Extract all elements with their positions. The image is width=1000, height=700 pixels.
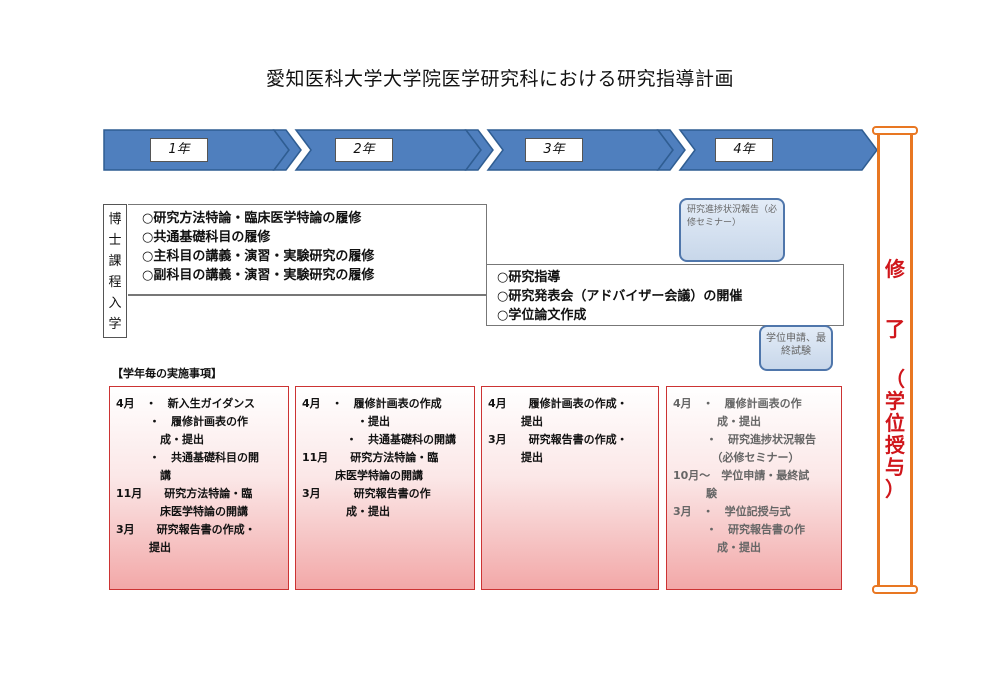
enrollment-char: 博 [108, 212, 122, 227]
activity-line: 11月 研究方法特論・臨 [116, 487, 253, 500]
activity-line: 験 [673, 487, 717, 500]
coursework-item: ○共通基礎科目の履修 [142, 230, 271, 245]
completion-scroll [877, 130, 913, 590]
activity-line: 成・提出 [673, 541, 761, 554]
research-box: ○研究指導 ○研究発表会（アドバイザー会議）の開催 ○学位論文作成 [486, 264, 844, 326]
scroll-cap-bottom [872, 585, 918, 594]
section-label: 【学年毎の実施事項】 [112, 367, 222, 380]
activity-line: 4月 ・ 履修計画表の作成 [302, 397, 442, 410]
completion-char: 修 [885, 257, 905, 281]
year-chevron-3 [656, 129, 686, 171]
completion-char: 学 [885, 389, 905, 413]
activity-line: 床医学特論の開講 [116, 505, 248, 518]
activity-line: 成・提出 [116, 433, 204, 446]
year-3-activities: 4月 履修計画表の作成・ 提出 3月 研究報告書の作成・ 提出 [481, 386, 659, 590]
completion-char: （ [885, 367, 905, 391]
enrollment-char: 課 [108, 254, 122, 269]
year-1-activities: 4月 ・ 新入生ガイダンス ・ 履修計画表の作 成・提出 ・ 共通基礎科目の開 … [109, 386, 289, 590]
year-label-1: 1年 [150, 138, 208, 162]
activity-line: ・ 研究進捗状況報告 [673, 433, 816, 446]
completion-char: 授 [885, 433, 905, 457]
activity-line: ・ 履修計画表の作 [116, 415, 248, 428]
degree-application-note: 学位申請、最終試験 [759, 325, 833, 371]
completion-char: ） [885, 477, 905, 501]
activity-line: ・ 研究報告書の作 [673, 523, 805, 536]
activity-line: 提出 [116, 541, 171, 554]
year-arrow-4 [678, 129, 878, 171]
year-label-4: 4年 [715, 138, 773, 162]
activity-line: 4月 ・ 履修計画表の作 [673, 397, 802, 410]
research-item: ○研究発表会（アドバイザー会議）の開催 [497, 289, 743, 304]
year-timeline [103, 129, 878, 171]
page-title: 愛知医科大学大学院医学研究科における研究指導計画 [265, 68, 734, 90]
activity-line: 提出 [488, 451, 543, 464]
activity-line: 3月 ・ 学位記授与式 [673, 505, 791, 518]
coursework-item: ○研究方法特論・臨床医学特論の履修 [142, 211, 362, 226]
activity-line: 成・提出 [302, 505, 390, 518]
activity-line: 成・提出 [673, 415, 761, 428]
activity-line: ・提出 [302, 415, 390, 428]
enrollment-char: 士 [108, 233, 122, 248]
year-4-activities: 4月 ・ 履修計画表の作 成・提出 ・ 研究進捗状況報告 （必修セミナー） 10… [666, 386, 842, 590]
scroll-cap-top [872, 126, 918, 135]
activity-line: 講 [116, 469, 171, 482]
completion-char: 了 [885, 317, 905, 341]
coursework-item: ○副科目の講義・演習・実験研究の履修 [142, 268, 375, 283]
coursework-box: ○研究方法特論・臨床医学特論の履修 ○共通基礎科目の履修 ○主科目の講義・演習・… [128, 204, 487, 296]
completion-char: 位 [885, 411, 905, 435]
activity-line: 床医学特論の開講 [302, 469, 423, 482]
activity-line: ・ 共通基礎科目の開 [116, 451, 259, 464]
year-label-3: 3年 [525, 138, 583, 162]
enrollment-char: 程 [108, 275, 122, 290]
activity-line: ・ 共通基礎科の開講 [302, 433, 456, 446]
enrollment-char: 学 [108, 317, 122, 332]
activity-line: （必修セミナー） [673, 451, 800, 464]
enrollment-char: 入 [108, 296, 122, 311]
connector-line [128, 294, 486, 295]
activity-line: 3月 研究報告書の作成・ [116, 523, 256, 536]
research-item: ○研究指導 [497, 270, 561, 285]
activity-line: 4月 ・ 新入生ガイダンス [116, 397, 255, 410]
activity-line: 11月 研究方法特論・臨 [302, 451, 439, 464]
progress-report-note: 研究進捗状況報告（必修セミナー） [679, 198, 785, 262]
year-label-2: 2年 [335, 138, 393, 162]
year-chevron-2 [464, 129, 494, 171]
activity-line: 4月 履修計画表の作成・ [488, 397, 628, 410]
coursework-item: ○主科目の講義・演習・実験研究の履修 [142, 249, 375, 264]
activity-line: 3月 研究報告書の作 [302, 487, 431, 500]
year-chevron-1 [272, 129, 302, 171]
activity-line: 提出 [488, 415, 543, 428]
activity-line: 3月 研究報告書の作成・ [488, 433, 628, 446]
research-item: ○学位論文作成 [497, 308, 587, 323]
year-2-activities: 4月 ・ 履修計画表の作成 ・提出 ・ 共通基礎科の開講 11月 研究方法特論・… [295, 386, 475, 590]
enrollment-box: 博 士 課 程 入 学 [103, 204, 127, 338]
completion-char: 与 [885, 455, 905, 479]
activity-line: 10月～ 学位申請・最終試 [673, 469, 810, 482]
